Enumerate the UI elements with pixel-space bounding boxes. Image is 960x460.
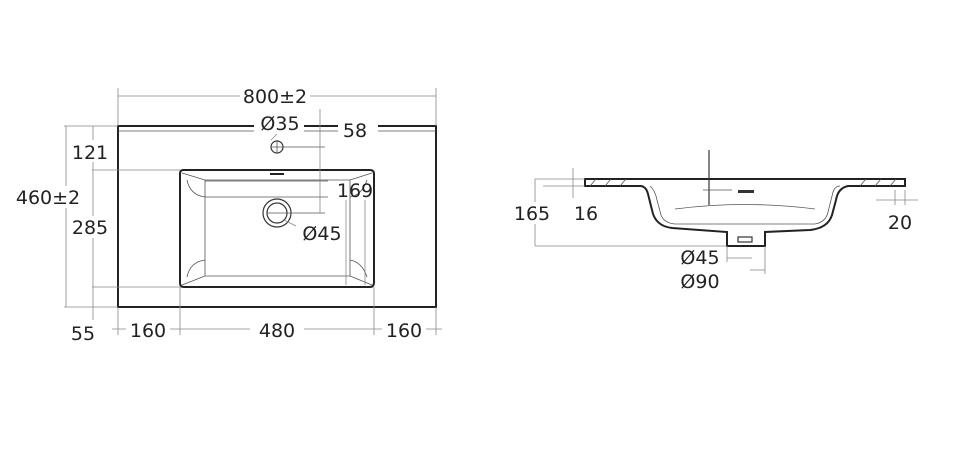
side-view: 165 16 20 Ø45 Ø90 [510, 150, 918, 293]
overflow-diameter-label: Ø35 [260, 113, 299, 135]
drain-outlet [737, 236, 753, 243]
back-margin-label: 121 [72, 142, 108, 164]
drain-diameter-label: Ø45 [302, 223, 341, 245]
depth-label: 460±2 [16, 187, 80, 209]
height-label: 165 [514, 203, 550, 225]
outlet-diameter-label: Ø90 [680, 271, 719, 293]
top-view: 800±2 Ø35 58 169 Ø45 121 460±2 285 55 16… [12, 86, 442, 345]
drain-offset-label: 169 [337, 180, 373, 202]
overflow-offset-label: 58 [343, 120, 367, 142]
basin-curves [186, 179, 368, 278]
bowl-width-label: 480 [259, 320, 295, 342]
bowl-floor [674, 204, 816, 210]
sink-inner-profile [649, 185, 841, 225]
drain-diameter-side-label: Ø45 [680, 247, 719, 269]
width-label: 800±2 [243, 86, 307, 108]
edge-label: 20 [888, 212, 912, 234]
sink-profile [584, 178, 906, 247]
basin-outline [179, 169, 375, 288]
right-margin-label: 160 [386, 320, 422, 342]
front-margin-label: 55 [71, 323, 95, 345]
left-margin-label: 160 [130, 320, 166, 342]
slab-thickness-label: 16 [574, 203, 598, 225]
leader-45 [283, 219, 297, 227]
section-hatch [589, 178, 897, 187]
basin-corners [181, 172, 373, 286]
bowl-length-label: 285 [72, 217, 108, 239]
overflow-slot-side [738, 190, 754, 193]
